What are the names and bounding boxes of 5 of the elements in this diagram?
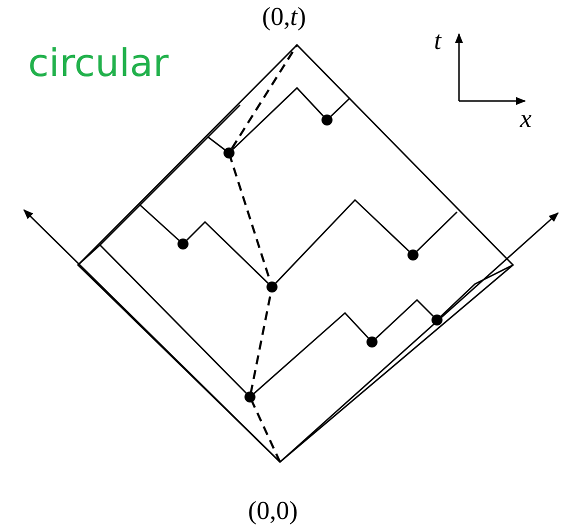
vertex-label: (0,t)	[262, 4, 306, 30]
axis-label: x	[520, 106, 532, 132]
axis-label: t	[434, 28, 442, 54]
title-label: circular	[28, 44, 169, 82]
origin-label: (0,0)	[248, 498, 298, 524]
